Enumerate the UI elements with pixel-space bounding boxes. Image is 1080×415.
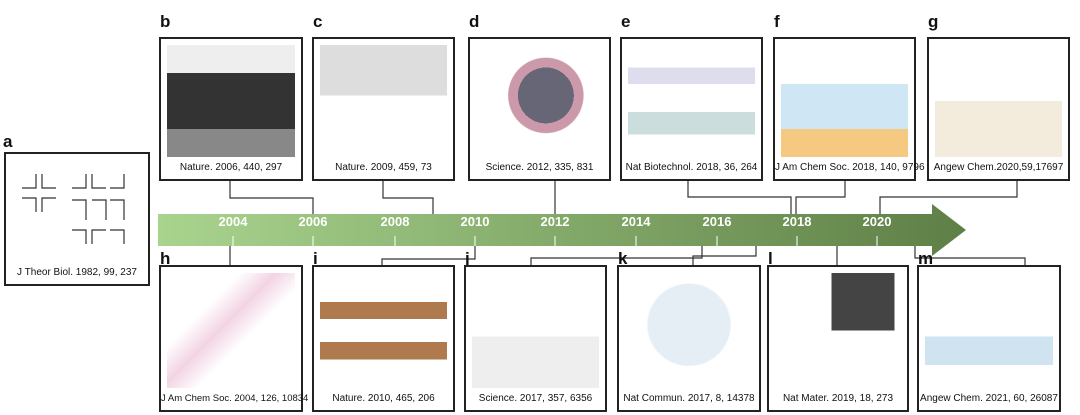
panel-letter: j (465, 249, 470, 268)
citation: Nature. 2010, 465, 206 (332, 393, 435, 404)
nanorobot-image (476, 45, 603, 157)
citation: Nat Biotechnol. 2018, 36, 264 (625, 162, 758, 173)
panel-letter: l (768, 249, 773, 268)
panel-letter: g (928, 12, 939, 31)
dna-origami-image (320, 45, 447, 157)
citation: J Am Chem Soc. 2018, 140, 9796 (775, 162, 925, 173)
year-label: 2012 (540, 214, 570, 229)
panel-e: Nat Biotechnol. 2018, 36, 264 (620, 37, 763, 181)
year-label: 2010 (460, 214, 490, 229)
citation: Nat Mater. 2019, 18, 273 (782, 393, 894, 404)
panel-letter: f (774, 12, 780, 31)
year-label: 2006 (298, 214, 328, 229)
dna-tree-image (775, 273, 901, 388)
panel-letter: a (3, 132, 13, 151)
panel-letter: c (313, 12, 323, 31)
year-label: 2014 (621, 214, 651, 229)
dna-walker-image (167, 273, 295, 388)
panel-i: Nature. 2010, 465, 206 (312, 265, 455, 412)
dna-origami-image (167, 45, 295, 157)
molecular-spider-image (320, 273, 447, 388)
cargo-sorting-image (472, 273, 599, 388)
panel-b: Nature. 2006, 440, 297 (159, 37, 303, 181)
schematic-image (781, 45, 908, 157)
panel-j: Science. 2017, 357, 6356 (464, 265, 607, 412)
timeline-arrow (158, 204, 966, 256)
year-label: 2016 (702, 214, 732, 229)
panel-c: Nature. 2009, 459, 73 (312, 37, 455, 181)
year-label: 2004 (218, 214, 248, 229)
panel-letter: k (618, 249, 628, 268)
panel-g: Angew Chem.2020,59,17697 (927, 37, 1070, 181)
panel-letter: h (160, 249, 171, 268)
junction-sketch (22, 174, 125, 244)
citation: Nature. 2009, 459, 73 (335, 162, 432, 173)
citation: Science. 2012, 335, 831 (485, 162, 594, 173)
panel-d: Science. 2012, 335, 831 (468, 37, 611, 181)
year-label: 2018 (782, 214, 812, 229)
citation: Angew Chem.2020,59,17697 (933, 162, 1064, 173)
panel-letter: m (918, 249, 934, 268)
panel-a: J Theor Biol. 1982, 99, 237 (4, 152, 150, 286)
panel-letter: b (160, 12, 171, 31)
panel-h: J Am Chem Soc. 2004, 126, 10834 (159, 265, 309, 412)
citation: Nature. 2006, 440, 297 (179, 162, 283, 173)
citation: J Theor Biol. 1982, 99, 237 (17, 267, 137, 278)
citation: Science. 2017, 357, 6356 (478, 393, 593, 404)
panel-f: J Am Chem Soc. 2018, 140, 9796 (773, 37, 925, 181)
panel-l: Nat Mater. 2019, 18, 273 (767, 265, 909, 412)
panel-k: Nat Commun. 2017, 8, 14378 (617, 265, 761, 412)
panel-letter: e (621, 12, 631, 31)
panel-m: Angew Chem. 2021, 60, 26087 (917, 265, 1061, 412)
panel-letter: d (469, 12, 480, 31)
citation: Angew Chem. 2021, 60, 26087 (920, 393, 1058, 404)
panel-letter: i (313, 249, 318, 268)
schematic-image (628, 45, 755, 157)
citation: J Am Chem Soc. 2004, 126, 10834 (161, 393, 309, 404)
citation: Nat Commun. 2017, 8, 14378 (623, 393, 755, 404)
year-label: 2020 (862, 214, 892, 229)
year-label: 2008 (380, 214, 410, 229)
membrane-image (925, 273, 1053, 388)
cell-image (625, 273, 753, 388)
schematic-image (935, 45, 1062, 157)
